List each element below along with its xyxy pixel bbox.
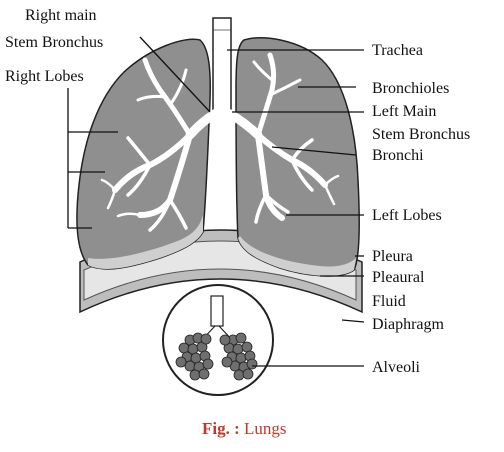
- caption-prefix: Fig. :: [202, 419, 240, 438]
- trachea: [212, 17, 232, 114]
- label-stem-bronchus-right: Stem Bronchus: [5, 34, 103, 51]
- left-lung-shade: [238, 236, 356, 276]
- alveoli-cluster-right: [219, 332, 258, 381]
- label-left-lobes: Left Lobes: [372, 207, 442, 224]
- caption-text: Lungs: [240, 419, 287, 438]
- label-diaphragm: Diaphragm: [372, 316, 445, 333]
- leader-diaphragm: [341, 319, 365, 323]
- label-bronchi: Bronchi: [372, 147, 424, 164]
- alveoli-cluster-left: [175, 332, 214, 381]
- label-right-main: Right main: [25, 7, 97, 24]
- label-right-lobes: Right Lobes: [5, 68, 84, 85]
- label-stem-bronchus-left: Stem Bronchus: [372, 126, 470, 143]
- label-alveoli: Alveoli: [372, 359, 421, 376]
- label-pleura: Pleura: [372, 248, 413, 265]
- inset-bronchiole: [210, 295, 224, 327]
- leader-lines: [67, 36, 365, 367]
- label-trachea: Trachea: [372, 42, 423, 59]
- leader-bronchi: [271, 146, 357, 156]
- right-lung-shade: [88, 215, 203, 269]
- label-bronchioles: Bronchioles: [372, 80, 449, 97]
- label-left-main: Left Main: [372, 103, 436, 120]
- label-pleaural: Pleaural: [372, 269, 425, 286]
- label-fluid: Fluid: [372, 293, 406, 310]
- leader-right-main: [139, 36, 211, 113]
- figure-caption: Fig. : Lungs: [202, 419, 287, 438]
- bronchial-tree: [100, 52, 340, 232]
- left-lung: [235, 37, 360, 277]
